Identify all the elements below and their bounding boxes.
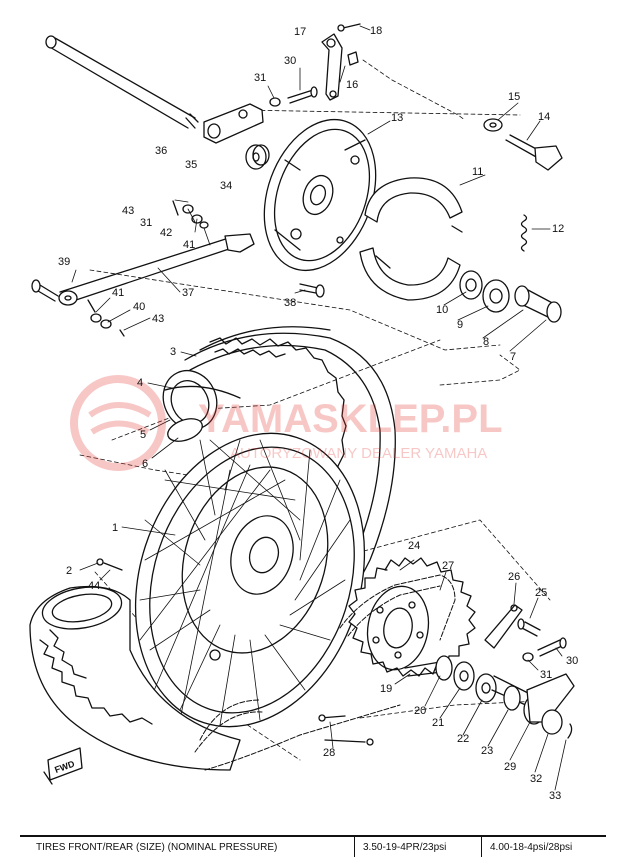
callout-27: 27 bbox=[442, 560, 454, 572]
callout-19: 19 bbox=[380, 683, 392, 695]
callout-23: 23 bbox=[481, 745, 493, 757]
callout-32: 32 bbox=[530, 773, 542, 785]
chain-puller bbox=[203, 103, 264, 144]
callout-42: 42 bbox=[160, 227, 172, 239]
callout-31-mid: 31 bbox=[140, 217, 152, 229]
tire-spec-front: 3.50-19-4PR/23psi bbox=[355, 837, 482, 857]
callout-41-upper: 41 bbox=[183, 239, 195, 251]
callout-33: 33 bbox=[549, 790, 561, 802]
callout-40: 40 bbox=[133, 301, 145, 313]
tension-bar bbox=[58, 233, 255, 313]
callout-41-lower: 41 bbox=[112, 287, 124, 299]
callout-5: 5 bbox=[140, 429, 146, 441]
callout-26: 26 bbox=[508, 571, 520, 583]
tension-bar-bolt bbox=[31, 279, 59, 302]
callout-37: 37 bbox=[182, 287, 194, 299]
inner-tube bbox=[162, 370, 241, 430]
callout-29: 29 bbox=[504, 761, 516, 773]
callout-12: 12 bbox=[552, 223, 564, 235]
callout-14: 14 bbox=[538, 111, 550, 123]
callout-31-lower: 31 bbox=[540, 669, 552, 681]
callout-3: 3 bbox=[170, 346, 176, 358]
tire-lower-section bbox=[29, 585, 241, 771]
callout-4: 4 bbox=[137, 377, 143, 389]
callout-9: 9 bbox=[457, 319, 463, 331]
callout-43-upper: 43 bbox=[122, 205, 134, 217]
hub-bearing-set bbox=[459, 270, 562, 323]
callout-leaders bbox=[71, 25, 567, 791]
drive-chain bbox=[194, 574, 456, 771]
brake-shoe-plate bbox=[263, 118, 377, 272]
shoe-spring bbox=[520, 214, 528, 252]
callout-17: 17 bbox=[294, 26, 306, 38]
callout-11: 11 bbox=[472, 166, 483, 178]
callout-7: 7 bbox=[510, 351, 516, 363]
callout-1: 1 bbox=[112, 522, 118, 534]
rear-sprocket bbox=[348, 557, 476, 677]
callout-24: 24 bbox=[408, 540, 420, 552]
wheel-assembly bbox=[96, 432, 366, 728]
callout-44: 44 bbox=[88, 580, 100, 592]
sprocket-hub-parts bbox=[404, 655, 575, 739]
callout-35: 35 bbox=[185, 159, 197, 171]
callout-2: 2 bbox=[66, 565, 72, 577]
fwd-arrow bbox=[43, 747, 83, 785]
brake-camshaft bbox=[483, 118, 563, 171]
tire-spec-header: TIRES FRONT/REAR (SIZE) (NOMINAL PRESSUR… bbox=[20, 837, 355, 857]
tire-upper-section bbox=[184, 326, 396, 621]
tire-spec-rear: 4.00-18-4psi/28psi bbox=[490, 841, 573, 853]
callout-21: 21 bbox=[432, 717, 444, 729]
callout-36: 36 bbox=[155, 145, 167, 157]
callout-30-lower: 30 bbox=[566, 655, 578, 667]
brake-cam-lever bbox=[321, 23, 361, 101]
callout-38: 38 bbox=[284, 297, 296, 309]
callout-25: 25 bbox=[535, 587, 547, 599]
callout-20: 20 bbox=[414, 705, 426, 717]
callout-6: 6 bbox=[142, 458, 148, 470]
callout-8: 8 bbox=[483, 336, 489, 348]
brake-shoes bbox=[359, 177, 463, 301]
chain-master-link bbox=[318, 714, 374, 746]
watermark-subtitle: AUTORYZOWANY DEALER YAMAHA bbox=[230, 445, 487, 462]
callout-10: 10 bbox=[436, 304, 448, 316]
callout-43-lower: 43 bbox=[152, 313, 164, 325]
callout-39: 39 bbox=[58, 256, 70, 268]
callout-34: 34 bbox=[220, 180, 232, 192]
puller-bolt bbox=[269, 86, 318, 107]
callout-22: 22 bbox=[457, 733, 469, 745]
callout-15: 15 bbox=[508, 91, 520, 103]
rear-axle bbox=[45, 35, 199, 129]
callout-16: 16 bbox=[346, 79, 358, 91]
callout-28: 28 bbox=[323, 747, 335, 759]
callout-31-upper: 31 bbox=[254, 72, 266, 84]
tire-spec-table: TIRES FRONT/REAR (SIZE) (NOMINAL PRESSUR… bbox=[20, 835, 606, 857]
callout-30-upper: 30 bbox=[284, 55, 296, 67]
callout-numbers: 1 2 3 4 5 6 7 8 9 10 11 12 13 14 15 16 1… bbox=[58, 25, 578, 802]
rim-band bbox=[167, 418, 203, 442]
dealer-watermark: YAMASKLEP.PL AUTORYZOWANY DEALER YAMAHA bbox=[70, 375, 503, 471]
callout-18: 18 bbox=[370, 25, 382, 37]
chain-adjuster-right bbox=[484, 604, 567, 662]
exploded-view-drawing: YAMASKLEP.PL AUTORYZOWANY DEALER YAMAHA … bbox=[29, 23, 578, 802]
axle-spacer bbox=[245, 144, 270, 170]
watermark-text: YAMASKLEP.PL bbox=[198, 397, 503, 441]
callout-13: 13 bbox=[391, 112, 403, 124]
